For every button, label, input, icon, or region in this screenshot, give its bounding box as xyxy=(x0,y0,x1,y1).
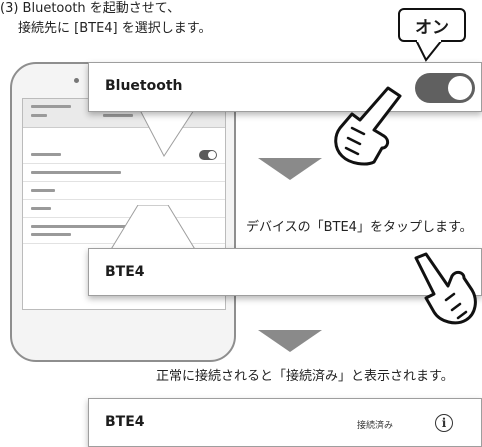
instruction-line-2: 接続先に [BTE4] を選択します。 xyxy=(18,21,212,36)
device-callout-pointer xyxy=(109,205,197,252)
phone-camera xyxy=(74,78,79,83)
phone-row-bluetooth xyxy=(23,147,225,164)
phone-row-4 xyxy=(23,201,225,218)
on-badge-label: オン xyxy=(415,17,449,38)
phone-row-2 xyxy=(23,165,225,182)
connected-bar-bte4[interactable]: BTE4 接続済み i xyxy=(88,398,482,447)
zoom-bluetooth-bar: Bluetooth xyxy=(88,62,482,112)
info-icon[interactable]: i xyxy=(435,414,453,432)
phone-row-3 xyxy=(23,183,225,200)
zoom-callout-pointer xyxy=(140,110,195,157)
hand-pointer-icon xyxy=(414,252,477,325)
on-badge: オン xyxy=(398,8,466,42)
tap-caption: デバイスの「BTE4」をタップします。 xyxy=(246,220,473,235)
zoom-bluetooth-label: Bluetooth xyxy=(105,78,183,94)
down-triangle-arrow-icon xyxy=(258,158,322,180)
bluetooth-toggle[interactable] xyxy=(415,73,475,103)
device-bar-bte4[interactable]: BTE4 xyxy=(88,248,482,296)
connected-bar-label: BTE4 xyxy=(105,414,145,430)
down-triangle-arrow-icon xyxy=(258,330,322,352)
instruction-line-1: (3) Bluetooth を起動させて、 xyxy=(0,1,181,16)
phone-bluetooth-toggle xyxy=(199,150,217,160)
connected-caption: 正常に接続されると「接続済み」と表示されます。 xyxy=(156,369,454,384)
device-bar-label: BTE4 xyxy=(105,264,145,280)
hand-pointer-icon xyxy=(334,86,402,166)
connection-status-label: 接続済み xyxy=(357,421,394,431)
on-badge-pointer xyxy=(414,40,444,62)
